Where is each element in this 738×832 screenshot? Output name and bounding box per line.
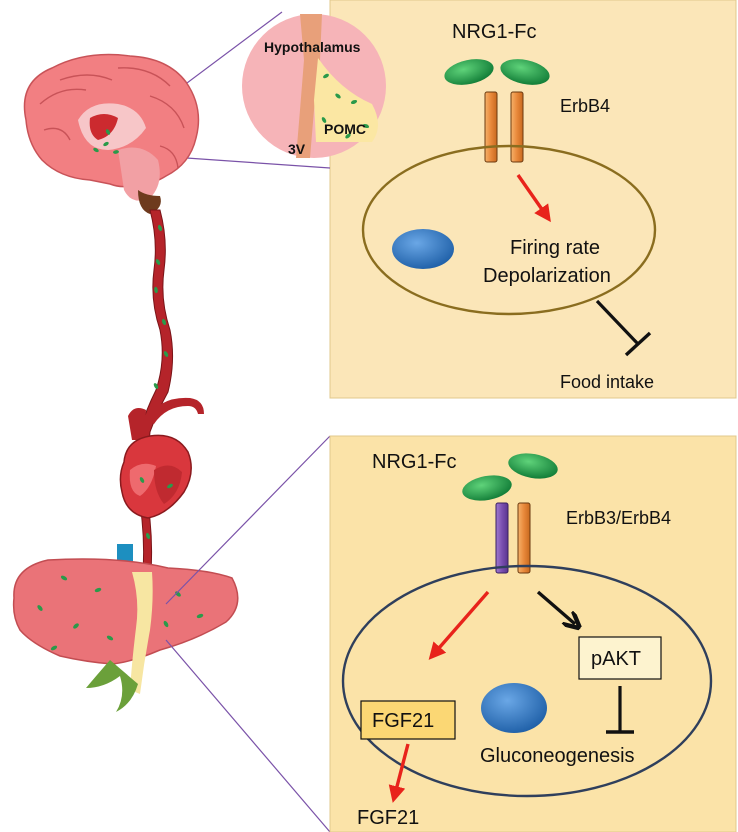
nucleus-icon [392, 229, 454, 269]
aortic-arch [146, 397, 204, 424]
third-ventricle [296, 14, 322, 158]
fgf21-secretion-arrow [388, 743, 410, 803]
third-ventricle-label: 3V [288, 141, 306, 157]
pomc-neuron-dot [323, 73, 329, 79]
heart-icon [119, 434, 192, 519]
anatomy-illustration [12, 53, 331, 832]
brain-receptor-label: ErbB4 [560, 96, 610, 116]
pakt-box [578, 636, 662, 680]
fgf21-box-label: FGF21 [372, 710, 434, 732]
inhibition-arrow [595, 299, 640, 346]
pomc-neuron-dot [335, 93, 341, 99]
hypothalamus-inset: Hypothalamus 3V POMC [242, 14, 386, 158]
pakt-label: pAKT [591, 648, 641, 670]
effect-depolarization: Depolarization [483, 265, 611, 287]
pomc-neuron-cell [361, 144, 657, 316]
inhibition-bar [624, 331, 652, 357]
nucleus-icon [481, 683, 547, 733]
erbb3-receptor-icon [495, 502, 509, 574]
food-intake-label: Food intake [560, 372, 654, 392]
liver-ligand-label: NRG1-Fc [372, 451, 456, 473]
zoom-line-liver-bottom [165, 639, 331, 832]
pomc-neuron-dot [321, 117, 327, 123]
pomc-neuron-dot [362, 123, 370, 129]
pomc-nucleus-region [314, 58, 378, 142]
pomc-label: POMC [324, 121, 366, 137]
erbb4-receptor-icon [484, 91, 498, 163]
liver-icon [12, 544, 239, 712]
ligand-icon [444, 59, 494, 85]
ligand-icon [462, 475, 512, 501]
liver-panel-background [329, 435, 737, 832]
activation-arrow [516, 174, 551, 223]
pakt-activation-arrow [536, 590, 575, 624]
liver-receptor-label: ErbB3/ErbB4 [566, 508, 671, 528]
brain-icon [23, 53, 200, 214]
zoom-line-liver-top [165, 435, 331, 605]
pomc-neuron-dot [345, 133, 351, 139]
gluconeogenesis-label: Gluconeogenesis [480, 745, 635, 767]
fgf21-induction-arrow [428, 590, 490, 660]
erbb4-receptor-icon [517, 502, 531, 574]
hypothalamus-label: Hypothalamus [264, 39, 361, 55]
brain-ligand-label: NRG1-Fc [452, 21, 536, 43]
liver-signaling-panel: NRG1-Fc ErbB3/ErbB4 pAKT FGF21 Gluconeog… [329, 435, 737, 832]
effect-firing-rate: Firing rate [510, 237, 600, 259]
fgf21-box [360, 700, 456, 740]
secreted-fgf21-label: FGF21 [357, 807, 419, 829]
hepatocyte-cell [341, 564, 713, 798]
ligand-icon [500, 59, 550, 85]
pomc-neuron-dot [350, 99, 358, 105]
ligand-icon [508, 453, 558, 479]
erbb4-receptor-icon [510, 91, 524, 163]
brain-signaling-panel: Hypothalamus 3V POMC NRG1-Fc ErbB4 Firin… [99, 0, 737, 399]
